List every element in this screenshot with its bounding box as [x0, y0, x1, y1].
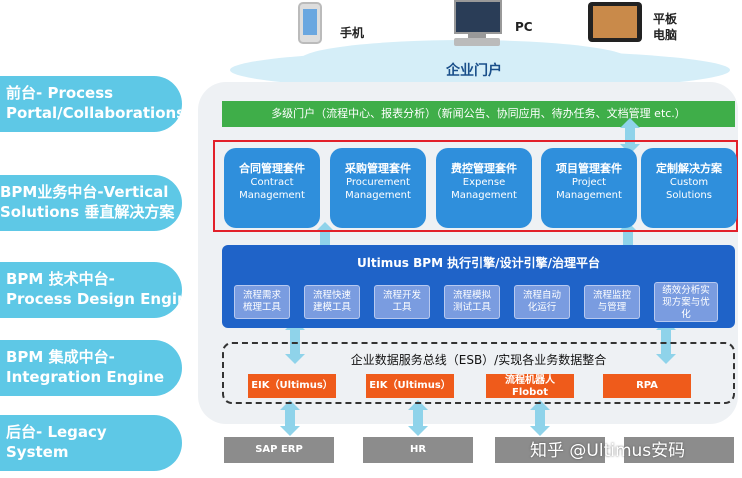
suite-en-label: Management: [239, 190, 305, 201]
tool-label: 流程模拟: [452, 290, 491, 301]
suite-cn-label: 合同管理套件: [239, 162, 305, 175]
layer-label-business: BPM业务中台-Vertical Solutions 垂直解决方案: [0, 175, 182, 231]
esb-box-label: Flobot: [512, 387, 548, 398]
suite-project: 项目管理套件 Project Management: [541, 148, 637, 228]
tool-label: 流程开发: [382, 290, 421, 301]
suite-expense: 费控管理套件 Expense Management: [436, 148, 532, 228]
phone-icon: [298, 2, 322, 44]
layer-label-line: System: [6, 443, 69, 461]
layer-label-technology: BPM 技术中台- Process Design Engine: [0, 262, 182, 318]
suite-cn-label: 项目管理套件: [556, 162, 622, 175]
layer-label-line: Integration Engine: [6, 368, 165, 386]
suite-en-label: Solutions: [666, 190, 712, 201]
suite-en-label: Management: [556, 190, 622, 201]
esb-box-label: EIK（Ultimus）: [251, 380, 333, 391]
layer-label-line: BPM业务中台-Vertical: [0, 183, 169, 201]
suite-procurement: 采购管理套件 Procurement Management: [330, 148, 426, 228]
layer-label-line: BPM 集成中台-: [6, 348, 115, 366]
tool-label: 流程需求: [242, 290, 281, 301]
esb-box-label: 流程机器人: [505, 375, 555, 386]
tool-simulation: 流程模拟 测试工具: [444, 285, 500, 319]
tool-label: 化: [681, 309, 691, 320]
portal-cloud-top: [300, 40, 630, 80]
layer-label-line: Portal/Collaborations: [6, 104, 182, 122]
tool-development: 流程开发 工具: [374, 285, 430, 319]
double-arrow-icon: [620, 118, 640, 154]
tablet-label-2: 电脑: [653, 28, 678, 42]
layer-label-integration: BPM 集成中台- Integration Engine: [0, 340, 182, 396]
suite-en-label: Project: [571, 177, 607, 188]
suite-cn-label: 费控管理套件: [451, 162, 517, 175]
layer-label-line: Solutions 垂直解决方案: [0, 203, 175, 221]
suite-custom: 定制解决方案 Custom Solutions: [641, 148, 737, 228]
layer-label-line: BPM 技术中台-: [6, 270, 115, 288]
tool-performance: 绩效分析实 现方案与优 化: [654, 282, 718, 322]
suite-contract: 合同管理套件 Contract Management: [224, 148, 320, 228]
watermark: 知乎 @Ultimus安码: [530, 441, 686, 461]
suite-en-label: Custom: [669, 177, 709, 188]
tool-label: 测试工具: [452, 302, 491, 313]
pc-label: PC: [515, 20, 533, 34]
suite-cn-label: 采购管理套件: [345, 162, 411, 175]
tablet-label-1: 平板: [653, 12, 678, 26]
legacy-sap-erp: SAP ERP: [224, 437, 334, 463]
esb-title: 企业数据服务总线（ESB）/实现各业务数据整合: [350, 353, 607, 367]
engine-title: Ultimus BPM 执行引擎/设计引擎/治理平台: [357, 256, 600, 270]
double-arrow-icon: [408, 400, 428, 436]
tablet-icon: [588, 2, 642, 42]
tool-automation: 流程自动 化运行: [514, 285, 570, 319]
esb-eik-2: EIK（Ultimus）: [366, 374, 454, 398]
esb-box-label: RPA: [636, 380, 658, 391]
esb-flobot: 流程机器人 Flobot: [486, 374, 574, 398]
portal-title: 企业门户: [446, 63, 502, 79]
tool-label: 与管理: [597, 302, 627, 313]
tool-label: 流程自动: [522, 290, 561, 301]
suite-en-label: Management: [345, 190, 411, 201]
layer-label-legacy: 后台- Legacy System: [0, 415, 182, 471]
suite-en-label: Management: [451, 190, 517, 201]
tool-label: 建模工具: [312, 302, 351, 313]
legacy-other: [495, 437, 605, 463]
tool-label: 现方案与优: [662, 297, 710, 308]
tool-label: 化运行: [527, 302, 557, 313]
double-arrow-icon: [280, 400, 300, 436]
layer-label-line: 后台- Legacy: [6, 423, 107, 441]
suite-en-label: Contract: [250, 177, 294, 188]
esb-rpa: RPA: [603, 374, 691, 398]
tool-label: 流程监控: [592, 290, 631, 301]
layer-label-line: Process Design Engine: [6, 290, 182, 308]
legacy-other-2: [624, 437, 734, 463]
tool-label: 梳理工具: [242, 302, 281, 313]
double-arrow-icon: [530, 400, 550, 436]
multi-level-portal-bar: 多级门户（流程中心、报表分析）（新闻公告、协同应用、待办任务、文档管理 etc.…: [222, 101, 735, 127]
esb-integration-frame: 企业数据服务总线（ESB）/实现各业务数据整合: [222, 342, 735, 404]
suite-en-label: Procurement: [346, 177, 410, 188]
tool-label: 绩效分析实: [662, 285, 710, 296]
pc-icon: [450, 0, 504, 48]
tool-label: 流程快速: [312, 290, 351, 301]
vertical-solutions-highlight: [213, 140, 738, 232]
esb-box-label: EIK（Ultimus）: [369, 380, 451, 391]
layer-label-line: 前台- Process: [6, 84, 114, 102]
tool-monitoring: 流程监控 与管理: [584, 285, 640, 319]
tool-requirements: 流程需求 梳理工具: [234, 285, 290, 319]
phone-label: 手机: [340, 26, 365, 40]
esb-eik-1: EIK（Ultimus）: [248, 374, 336, 398]
suite-en-label: Expense: [462, 177, 506, 188]
tool-modeling: 流程快速 建模工具: [304, 285, 360, 319]
suite-cn-label: 定制解决方案: [656, 162, 722, 175]
tool-label: 工具: [392, 302, 412, 313]
legacy-hr: HR: [363, 437, 473, 463]
layer-label-frontend: 前台- Process Portal/Collaborations: [0, 76, 182, 132]
